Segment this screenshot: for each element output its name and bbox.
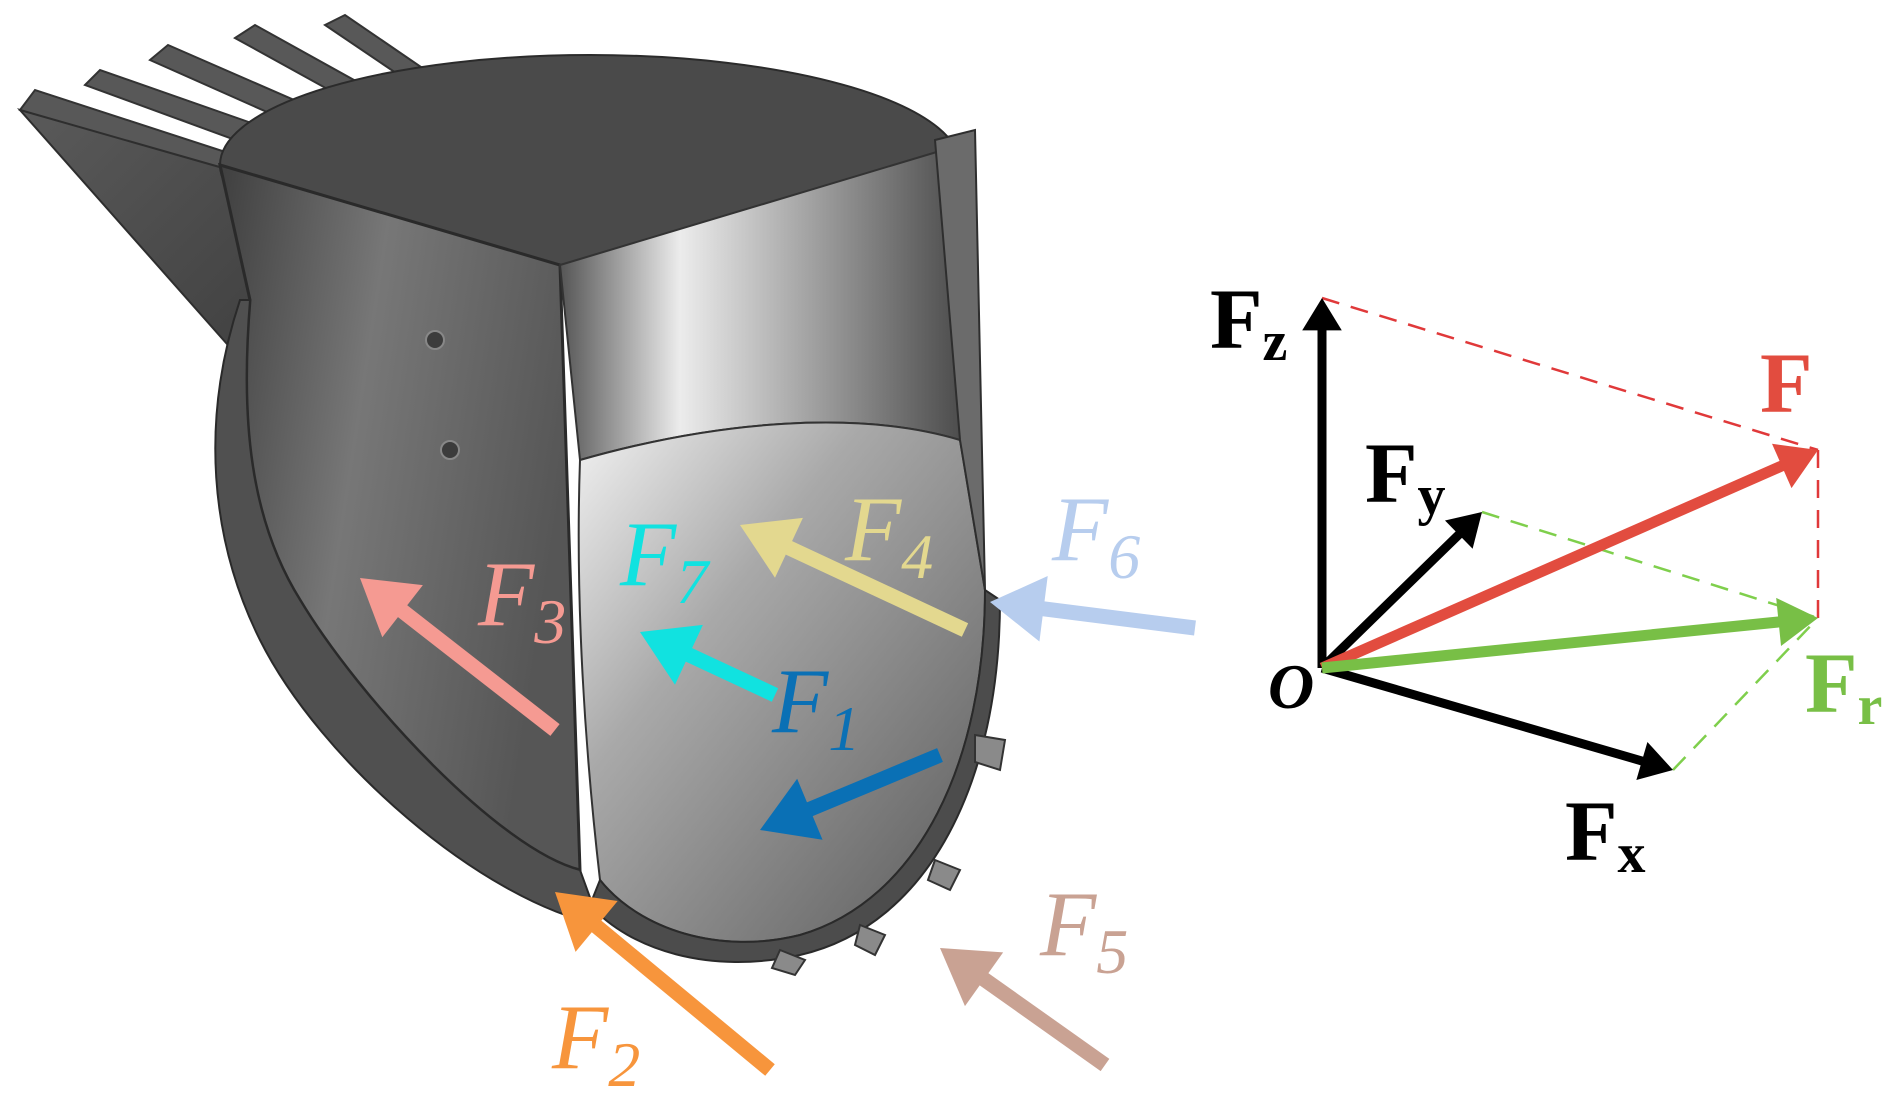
arrow-head xyxy=(990,576,1048,642)
arrow-head xyxy=(940,948,1004,1007)
origin-label: O xyxy=(1268,651,1314,722)
label-f5: F5 xyxy=(1039,873,1128,987)
arrow-shaft xyxy=(783,540,969,637)
arrow-head xyxy=(1636,741,1673,780)
arrow-f7 xyxy=(640,624,779,702)
bolt-hole xyxy=(425,330,445,350)
label-f1: F1 xyxy=(771,650,860,764)
label-fy: Fy xyxy=(1365,425,1446,527)
bucket-teeth xyxy=(18,13,442,182)
label-f4: F4 xyxy=(844,478,933,592)
arrow-head xyxy=(360,578,423,638)
label-fz: Fz xyxy=(1210,271,1287,373)
arrow-head xyxy=(640,624,703,685)
label-fr: Fr xyxy=(1805,635,1882,737)
arrow-shaft xyxy=(1318,530,1464,672)
label-f6: F6 xyxy=(1051,478,1140,592)
arrow-head xyxy=(555,892,618,952)
arrow-head xyxy=(740,517,803,578)
arrow-head xyxy=(1776,597,1818,647)
arrow-f xyxy=(1319,443,1818,674)
label-f3: F3 xyxy=(477,543,566,657)
arrow-f3 xyxy=(360,578,560,736)
dash-fz-to-f xyxy=(1321,296,1819,452)
arrow-f2 xyxy=(555,892,775,1076)
arrow-f6 xyxy=(990,576,1196,642)
arrow-fz xyxy=(1302,298,1342,668)
arrow-head xyxy=(760,778,823,840)
arrow-shaft xyxy=(978,971,1110,1072)
lip-teeth xyxy=(770,733,1007,977)
arrow-shaft xyxy=(1319,460,1786,674)
arrow-shaft xyxy=(396,604,560,736)
arrow-f5 xyxy=(940,948,1110,1072)
arrow-f4 xyxy=(740,517,969,637)
label-f7: F7 xyxy=(619,503,711,617)
bolt-hole xyxy=(440,440,460,460)
arrow-shaft xyxy=(1321,616,1782,674)
arrow-shaft xyxy=(683,647,779,702)
label-f2: F2 xyxy=(551,986,640,1100)
label-fx: Fx xyxy=(1565,783,1646,885)
arrow-head xyxy=(1302,298,1342,331)
arrow-head xyxy=(1772,443,1818,489)
arrow-shaft xyxy=(1320,663,1646,766)
arrow-fr xyxy=(1321,597,1818,674)
arrow-shaft xyxy=(1040,601,1196,636)
arrow-f1 xyxy=(760,748,943,840)
arrow-fy xyxy=(1318,512,1482,672)
arrow-fx xyxy=(1320,663,1673,780)
force-decomposition-diagram: O Fz Fy Fx F Fr xyxy=(1210,271,1882,885)
arrow-shaft xyxy=(805,748,943,817)
label-f: F xyxy=(1760,335,1813,431)
arrow-shaft xyxy=(590,919,775,1076)
excavator-bucket-illustration xyxy=(16,13,1007,977)
dash-fx-to-fr xyxy=(1672,617,1819,771)
arrow-head xyxy=(1444,512,1482,549)
